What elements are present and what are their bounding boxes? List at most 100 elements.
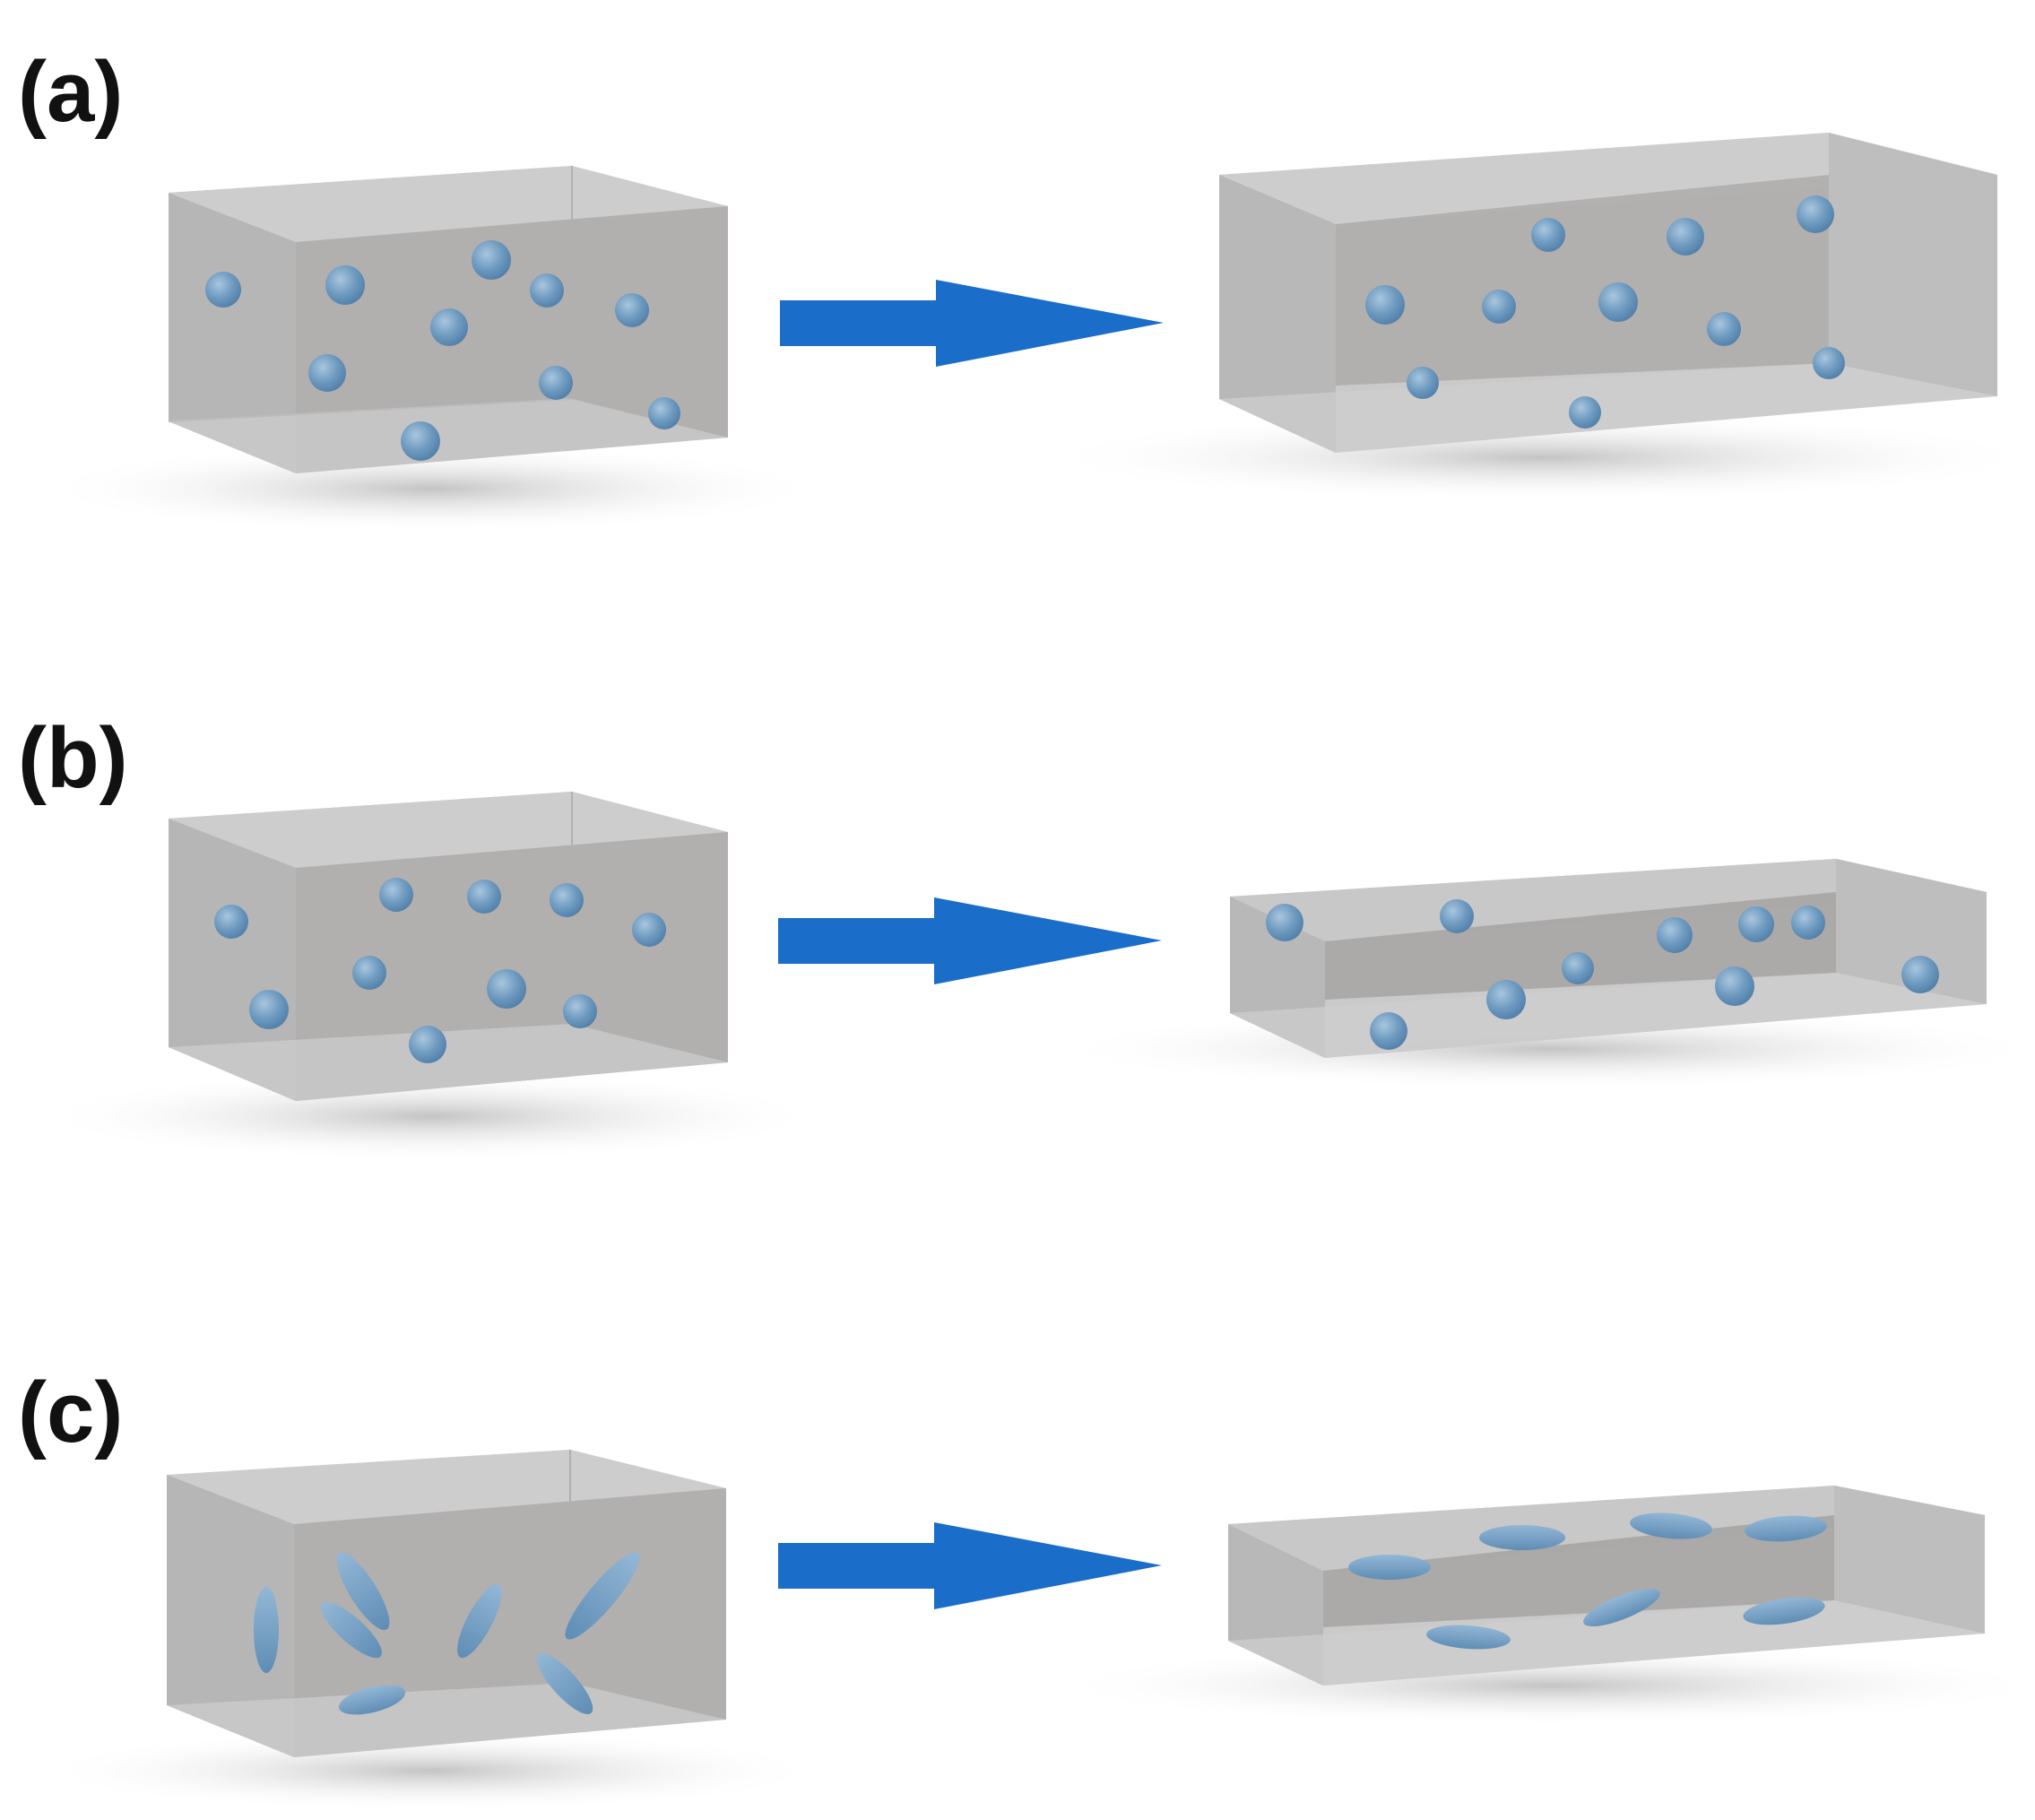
sphere-particle xyxy=(472,240,511,280)
sphere-particle xyxy=(401,421,440,461)
box-top-face xyxy=(169,792,728,868)
sphere-particle xyxy=(249,990,289,1029)
sphere-particle xyxy=(409,1026,446,1063)
rod-particle xyxy=(457,1583,502,1659)
box-top-face xyxy=(1230,859,1987,941)
box-front-face xyxy=(1325,892,1836,1000)
box-shadow xyxy=(1040,412,2035,502)
box-front-face xyxy=(296,206,728,473)
sphere-particle xyxy=(1440,899,1474,933)
transform-arrow xyxy=(778,1522,1162,1609)
rod-particle xyxy=(336,1552,390,1631)
rod-particle xyxy=(338,1685,406,1715)
sphere-particle xyxy=(487,969,526,1009)
rod-particle xyxy=(1479,1525,1565,1550)
spheres xyxy=(205,240,680,461)
sphere-particle xyxy=(1407,367,1439,399)
box-bottom-face xyxy=(1230,973,1987,1058)
panel-label-a: (a) xyxy=(18,44,123,140)
rod-particle xyxy=(320,1601,383,1659)
rod-particle xyxy=(1745,1515,1827,1542)
box-before-c xyxy=(36,1450,825,1811)
box-after-c xyxy=(1049,1486,2035,1726)
box-after-a xyxy=(1040,133,2035,502)
spheres xyxy=(1266,899,1939,1050)
rod-particle xyxy=(254,1587,279,1673)
box-bottom-face xyxy=(169,1024,728,1101)
panel-c xyxy=(36,1450,2035,1811)
sphere-particle xyxy=(1738,906,1774,942)
sphere-particle xyxy=(1562,952,1594,984)
sphere-particle xyxy=(325,265,365,305)
sphere-particle xyxy=(214,905,248,939)
box-left-face xyxy=(169,193,296,473)
transform-arrow xyxy=(778,897,1162,984)
rod-particle xyxy=(1426,1625,1511,1650)
rod-particle xyxy=(565,1552,640,1640)
box-left-face xyxy=(167,1475,294,1757)
box-before-a xyxy=(36,166,825,533)
spheres xyxy=(214,878,666,1063)
box-shadow xyxy=(36,444,825,533)
sphere-particle xyxy=(1813,347,1845,379)
sphere-particle xyxy=(308,354,346,392)
box-left-face xyxy=(1219,175,1336,453)
box-right-face xyxy=(1836,859,1987,1004)
transform-arrow xyxy=(780,280,1164,367)
sphere-particle xyxy=(1791,906,1825,940)
box-shadow xyxy=(36,1071,825,1161)
box-top-face xyxy=(1228,1486,1985,1571)
box-shadow xyxy=(36,1730,825,1811)
sphere-particle xyxy=(1707,312,1741,346)
sphere-particle xyxy=(430,308,468,346)
box-front-face xyxy=(1323,1515,1834,1627)
sphere-particle xyxy=(1901,956,1939,993)
rod-particle xyxy=(1348,1555,1431,1580)
box-after-b xyxy=(1049,859,2035,1089)
sphere-particle xyxy=(1657,917,1693,953)
sphere-particle xyxy=(1531,218,1565,252)
sphere-particle xyxy=(1715,966,1754,1006)
sphere-particle xyxy=(205,272,241,308)
sphere-particle xyxy=(379,878,413,912)
panel-b xyxy=(36,792,2035,1161)
box-front-face xyxy=(1336,175,1829,386)
box-bottom-face xyxy=(1219,363,1997,453)
rod-particle xyxy=(1583,1588,1660,1627)
box-before-b xyxy=(36,792,825,1161)
sphere-particle xyxy=(1569,396,1601,429)
sphere-particle xyxy=(1797,195,1834,233)
box-left-face xyxy=(169,819,296,1101)
box-bottom-face xyxy=(169,399,728,473)
spheres xyxy=(1365,195,1845,429)
sphere-particle xyxy=(530,273,564,308)
sphere-particle xyxy=(1370,1012,1407,1050)
sphere-particle xyxy=(563,994,597,1028)
sphere-particle xyxy=(648,397,680,429)
rods xyxy=(1348,1512,1827,1650)
rod-particle xyxy=(1630,1512,1712,1539)
sphere-particle xyxy=(352,956,386,990)
panel-a xyxy=(36,133,2035,533)
box-right-face xyxy=(1834,1486,1985,1634)
rod-particle xyxy=(536,1652,593,1715)
sphere-particle xyxy=(1598,282,1638,322)
panel-label-b: (b) xyxy=(18,710,128,806)
sphere-particle xyxy=(1486,980,1526,1019)
panel-label-c: (c) xyxy=(18,1365,123,1460)
sphere-particle xyxy=(539,366,573,400)
box-right-face xyxy=(1829,133,1997,396)
sphere-particle xyxy=(632,913,666,947)
sphere-particle xyxy=(467,880,501,914)
box-top-face xyxy=(1219,133,1997,224)
sphere-particle xyxy=(1482,290,1516,324)
rods xyxy=(254,1552,640,1715)
box-edge xyxy=(168,398,573,422)
rod-particle xyxy=(1743,1597,1825,1625)
sphere-particle xyxy=(1667,218,1704,256)
sphere-particle xyxy=(615,293,649,327)
sphere-particle xyxy=(550,883,584,917)
box-top-face xyxy=(167,1450,726,1524)
box-top-face xyxy=(169,166,728,242)
